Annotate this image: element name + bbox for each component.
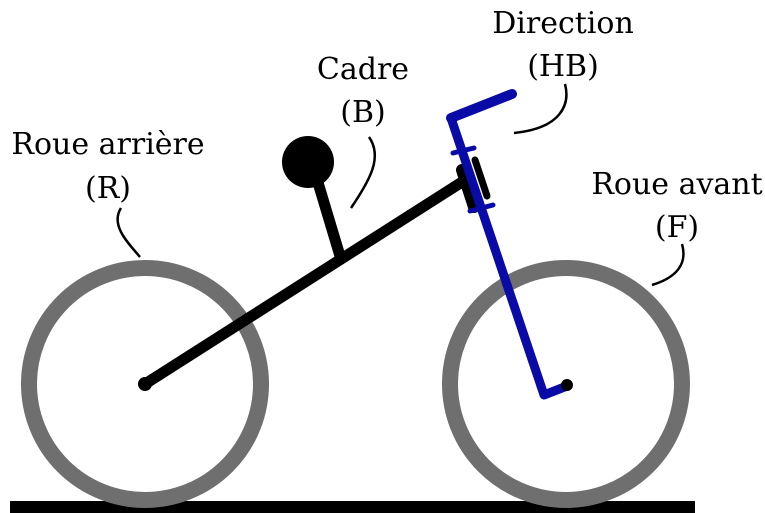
steering-label: Direction — [492, 6, 634, 41]
steering-bearing-bottom — [467, 202, 496, 214]
head-tube-bearing — [471, 156, 491, 200]
rear-wheel-leader — [116, 207, 141, 258]
rear-wheel-symbol: (R) — [85, 171, 131, 206]
front-wheel-leader — [651, 243, 685, 287]
frame-symbol: (B) — [340, 95, 385, 130]
handlebar — [446, 89, 517, 123]
rear-axle — [138, 377, 152, 391]
steering-column — [446, 113, 546, 391]
steering-bearing-top — [450, 145, 477, 156]
frame-label: Cadre — [317, 52, 409, 87]
front-wheel-symbol: (F) — [655, 210, 699, 245]
steering-assembly — [446, 89, 572, 400]
rear-wheel-label: Roue arrière — [11, 127, 204, 162]
steering-leader — [513, 83, 568, 135]
fork-dropout — [536, 381, 572, 400]
front-wheel-label: Roue avant — [591, 167, 762, 202]
front-wheel — [442, 260, 690, 508]
seat-ball — [282, 136, 334, 188]
rear-wheel — [21, 260, 269, 508]
frame-leader — [349, 136, 377, 209]
front-axle — [561, 379, 573, 391]
head-tube — [456, 164, 480, 213]
frame-main-tube — [139, 176, 468, 390]
steering-symbol: (HB) — [527, 49, 599, 84]
